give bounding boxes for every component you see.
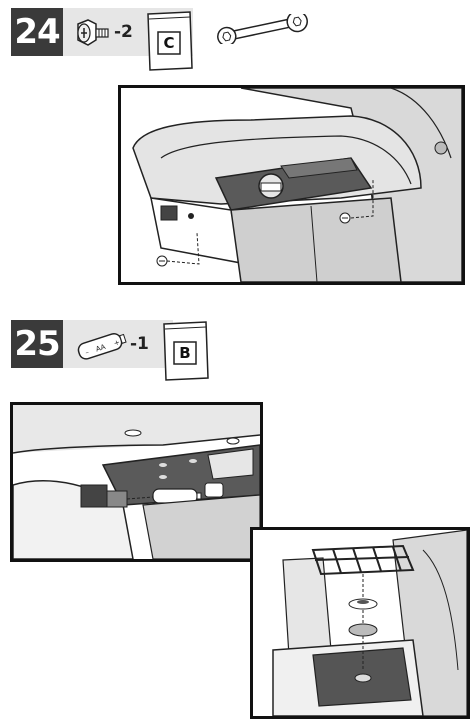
step-24-badge: 24	[11, 8, 63, 56]
bag-letter-c: C	[163, 34, 174, 52]
step-25-badge: 25	[11, 320, 63, 368]
bag-letter-b: B	[179, 344, 190, 362]
step-25-grate-illustration	[250, 527, 470, 719]
battery-icon: AA – +	[72, 330, 130, 362]
battery-label: AA	[95, 343, 107, 354]
wrench-icon	[212, 14, 312, 44]
step-25-battery-illustration	[10, 402, 263, 562]
screw-quantity: -2	[114, 22, 133, 42]
hardware-bag-icon: C	[144, 10, 194, 72]
hardware-bag-icon: B	[160, 320, 210, 382]
step-24-illustration	[118, 85, 465, 285]
screw-marker	[156, 255, 168, 267]
svg-text:+: +	[113, 338, 121, 347]
screw-marker	[339, 212, 351, 224]
svg-text:–: –	[84, 348, 90, 357]
screw-icon	[72, 18, 112, 48]
grate-marker	[311, 544, 415, 576]
battery-quantity: -1	[130, 334, 149, 354]
